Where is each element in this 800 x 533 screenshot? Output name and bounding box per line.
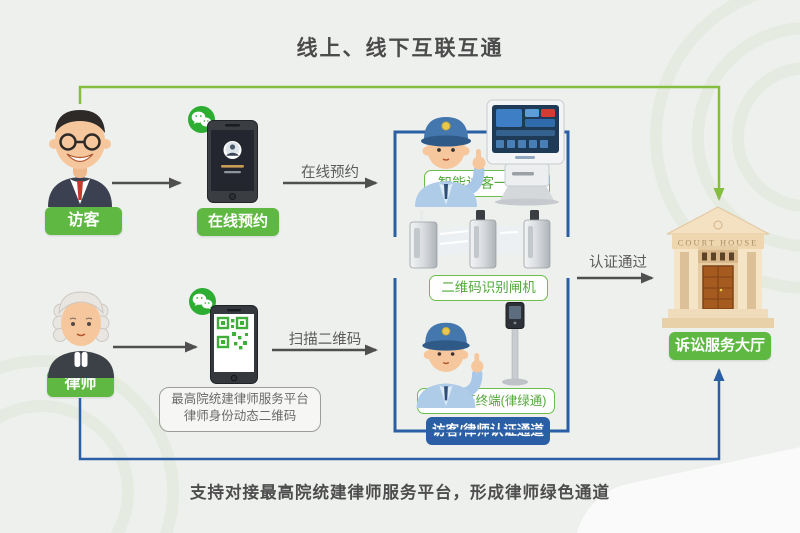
device-label-gate: 二维码识别闸机 xyxy=(429,275,548,301)
flow-label-online-booking: 在线预约 xyxy=(301,165,359,181)
platform-caption-line1: 最高院统建律师服务平台 xyxy=(171,392,309,406)
lawyer-verification-terminal xyxy=(502,302,528,386)
auth-channel-box-border-top xyxy=(393,130,570,237)
bottom-caption: 支持对接最高院统建律师服务平台，形成律师绿色通道 xyxy=(190,484,610,502)
flow-label-auth-pass: 认证通过 xyxy=(589,255,647,271)
visitor-label: 访客 xyxy=(45,207,122,235)
qr-code xyxy=(216,316,249,350)
qr-turnstile-gate xyxy=(409,210,551,269)
courthouse-sign: COURT HOUSE xyxy=(678,238,759,248)
green-feedback-line xyxy=(78,85,725,201)
hall-label: 诉讼服务大厅 xyxy=(669,332,771,360)
auth-channel-box-border-bottom xyxy=(393,278,570,433)
platform-caption-line2: 律师身份动态二维码 xyxy=(183,409,297,423)
security-guard-icon xyxy=(416,322,484,408)
wechat-icon xyxy=(189,288,216,315)
visitor-phone xyxy=(207,120,258,203)
online-booking-label: 在线预约 xyxy=(197,208,279,236)
lawyer-platform-caption: 最高院统建律师服务平台 律师身份动态二维码 xyxy=(159,387,321,432)
lawyer-avatar xyxy=(48,291,114,378)
visitor-avatar xyxy=(48,110,112,207)
security-guard-icon xyxy=(415,117,486,207)
courthouse-icon: COURT HOUSE xyxy=(662,206,774,328)
page-title: 线上、线下互联互通 xyxy=(296,37,504,60)
flow-label-scan-qr: 扫描二维码 xyxy=(288,332,362,348)
blue-feedback-line xyxy=(78,368,725,461)
visitor-kiosk-machine xyxy=(486,99,565,206)
lawyer-phone xyxy=(210,305,258,384)
